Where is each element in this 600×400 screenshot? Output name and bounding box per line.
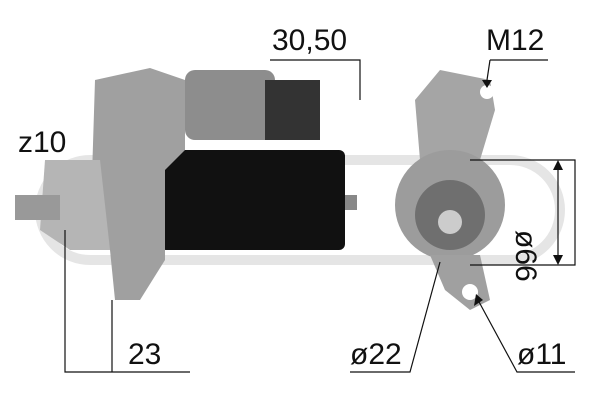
thread-label: M12: [486, 24, 545, 57]
dimension-lines: [64, 59, 576, 373]
length-label: 30,50: [272, 24, 348, 57]
starter-front-view: [395, 70, 505, 310]
teeth-label: z10: [18, 126, 67, 159]
flange-diameter-label: ø66: [509, 230, 542, 282]
starter-side-view: [15, 68, 357, 300]
arrowheads: [474, 80, 563, 306]
pinion-offset-label: 23: [128, 338, 162, 371]
hole-diameter-label: ø11: [517, 338, 567, 371]
pilot-diameter-label: ø22: [350, 338, 402, 371]
